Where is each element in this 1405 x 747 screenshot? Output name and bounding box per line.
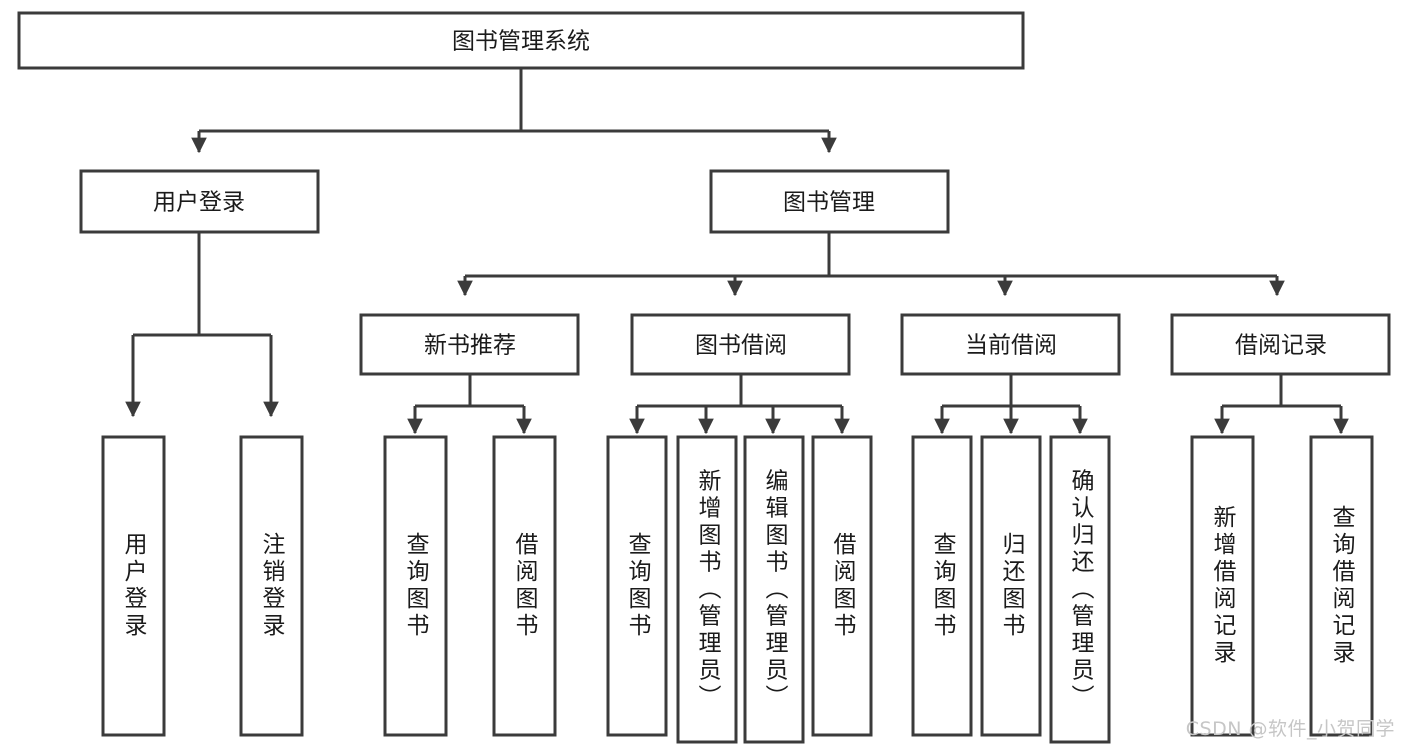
node-book-borrow[interactable]: 图书借阅	[630, 313, 851, 376]
node-current-borrow-label: 当前借阅	[965, 333, 1057, 359]
connector-new-book-recommend-to-leaves	[407, 374, 532, 435]
node-new-book-recommend-label: 新书推荐	[424, 333, 516, 359]
node-borrow-record[interactable]: 借阅记录	[1170, 313, 1391, 376]
leaf-logout-label: 注销登录	[258, 532, 286, 640]
leaf-borrow-add-book-admin-label: 新增图书（管理员）	[694, 469, 722, 712]
leaf-borrow-query-book[interactable]: 查询图书	[606, 435, 668, 737]
leaf-borrow-query-book-label: 查询图书	[624, 532, 652, 640]
leaf-record-query-record[interactable]: 查询借阅记录	[1309, 435, 1374, 737]
node-borrow-record-label: 借阅记录	[1235, 333, 1327, 359]
node-user-login-label: 用户登录	[153, 190, 245, 216]
leaf-record-add-record[interactable]: 新增借阅记录	[1190, 435, 1255, 737]
node-root[interactable]: 图书管理系统	[17, 11, 1025, 70]
leaf-record-add-record-label: 新增借阅记录	[1209, 505, 1237, 667]
leaf-current-confirm-return-admin-label: 确认归还（管理员）	[1067, 469, 1095, 712]
node-book-borrow-label: 图书借阅	[695, 333, 787, 359]
leaf-logout[interactable]: 注销登录	[239, 435, 304, 737]
connector-user-login-to-leaves	[125, 232, 279, 418]
node-book-management[interactable]: 图书管理	[709, 169, 950, 234]
node-book-management-label: 图书管理	[783, 190, 875, 216]
leaf-record-query-record-label: 查询借阅记录	[1328, 505, 1356, 667]
connector-root-to-level2	[191, 68, 837, 154]
connector-current-borrow-to-leaves	[934, 374, 1088, 435]
leaf-user-login-label: 用户登录	[120, 532, 148, 640]
connector-book-management-to-level3	[457, 232, 1285, 297]
leaf-recommend-borrow-book[interactable]: 借阅图书	[492, 435, 557, 737]
leaf-current-query-book-label: 查询图书	[929, 532, 957, 640]
node-root-label: 图书管理系统	[452, 29, 590, 55]
leaf-current-confirm-return-admin[interactable]: 确认归还（管理员）	[1049, 435, 1111, 744]
leaf-current-return-book[interactable]: 归还图书	[980, 435, 1042, 737]
leaf-borrow-edit-book-admin-label: 编辑图书（管理员）	[761, 469, 789, 712]
leaf-recommend-query-book-label: 查询图书	[402, 532, 430, 640]
node-new-book-recommend[interactable]: 新书推荐	[359, 313, 580, 376]
node-user-login[interactable]: 用户登录	[79, 169, 320, 234]
node-current-borrow[interactable]: 当前借阅	[900, 313, 1121, 376]
connector-book-borrow-to-leaves	[629, 374, 850, 435]
leaf-recommend-borrow-book-label: 借阅图书	[511, 532, 539, 640]
leaf-user-login[interactable]: 用户登录	[101, 435, 166, 737]
leaf-borrow-borrow-book[interactable]: 借阅图书	[811, 435, 873, 737]
leaf-borrow-add-book-admin[interactable]: 新增图书（管理员）	[676, 435, 738, 744]
leaf-borrow-borrow-book-label: 借阅图书	[829, 532, 857, 640]
leaf-current-query-book[interactable]: 查询图书	[911, 435, 973, 737]
leaf-borrow-edit-book-admin[interactable]: 编辑图书（管理员）	[743, 435, 805, 744]
leaf-current-return-book-label: 归还图书	[998, 532, 1026, 640]
connector-borrow-record-to-leaves	[1214, 374, 1349, 435]
leaf-recommend-query-book[interactable]: 查询图书	[383, 435, 448, 737]
